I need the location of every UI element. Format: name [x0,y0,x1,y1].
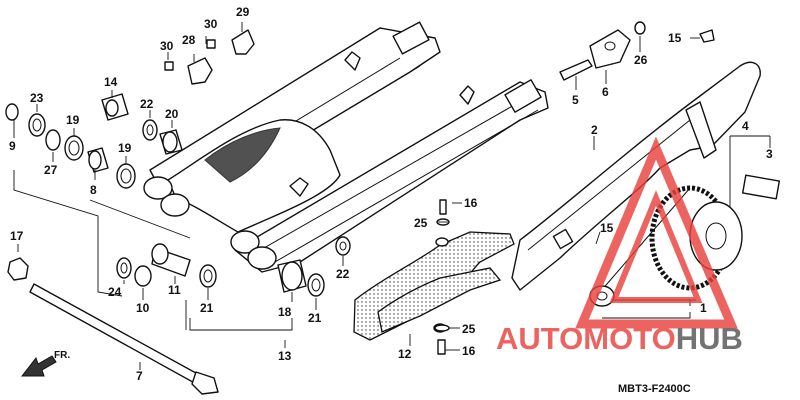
swingarm [143,21,549,273]
chain-adjuster [559,21,715,81]
svg-text:AUTOMOTOHUB: AUTOMOTOHUB [496,321,743,356]
label-part-23: 23 [30,91,44,105]
label-part-11: 11 [168,283,181,297]
label-part-30-right: 30 [204,17,218,31]
watermark-text-auto: AUTO [496,321,583,356]
label-part-27: 27 [44,163,58,177]
label-part-17: 17 [10,229,24,243]
label-part-25-lower: 25 [462,322,476,336]
label-part-29: 29 [236,5,250,19]
label-part-25-upper: 25 [414,216,428,230]
label-part-15-upper: 15 [668,31,682,45]
chain-case [511,61,761,291]
label-part-18: 18 [278,305,292,319]
label-part-28: 28 [182,33,196,47]
diagram-code: MBT3-F2400C [618,383,691,395]
label-part-6: 6 [602,85,609,99]
label-part-16-upper: 16 [464,196,478,210]
label-part-16-lower: 16 [462,344,476,358]
watermark-triangle-logo-icon [575,136,738,329]
label-part-5: 5 [572,93,579,107]
part-labels: 1 2 3 4 5 6 7 8 9 10 11 12 13 14 15 15 1… [9,5,773,383]
label-part-1: 1 [700,301,707,315]
label-part-30-left: 30 [160,39,174,53]
label-part-22-bottom: 22 [336,267,350,281]
label-part-26: 26 [634,53,648,67]
label-part-2: 2 [591,123,598,137]
label-part-14: 14 [104,75,118,89]
label-part-13: 13 [278,349,292,363]
front-arrow-icon: FR. [20,350,70,377]
front-arrow-label: FR. [54,350,70,361]
label-part-24: 24 [108,285,122,299]
pivot-bolt [7,257,219,395]
label-part-19-left: 19 [66,113,80,127]
chain-slider [353,199,515,355]
label-part-3: 3 [766,147,773,161]
label-part-12: 12 [398,347,412,361]
watermark-text-hub: HUB [676,321,743,356]
label-part-10: 10 [136,301,150,315]
label-part-22-top: 22 [140,97,154,111]
label-part-21-left: 21 [200,301,214,315]
label-part-19-right: 19 [118,141,132,155]
label-part-7: 7 [136,369,143,383]
label-part-20: 20 [165,107,179,121]
autohub-watermark: AUTOMOTOHUB [496,136,743,356]
watermark-text-moto: MOTO [583,321,675,356]
label-part-21-right: 21 [308,311,322,325]
label-part-8: 8 [90,183,97,197]
pivot-hardware [5,29,351,297]
label-part-4: 4 [742,119,749,133]
label-part-9: 9 [9,139,16,153]
label-part-15-lower: 15 [600,221,614,235]
